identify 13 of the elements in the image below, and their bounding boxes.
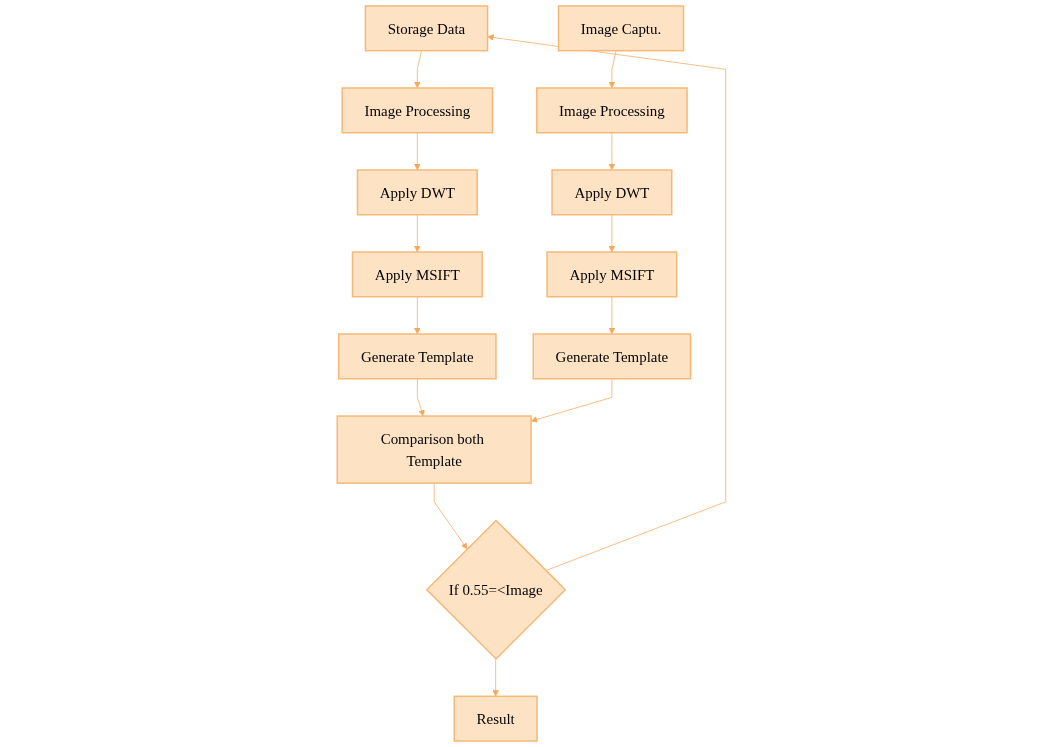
node-box: Result bbox=[453, 695, 538, 742]
node-box: Apply MSIFT bbox=[351, 251, 483, 298]
node-box: Apply DWT bbox=[551, 169, 673, 216]
node-box: Image Processing bbox=[535, 87, 688, 134]
node-box: Apply MSIFT bbox=[546, 251, 678, 298]
node-box: Image Captu. bbox=[557, 5, 685, 52]
node-box: Apply DWT bbox=[356, 169, 478, 216]
node-box: Comparison both Template bbox=[336, 415, 532, 484]
node-box: Image Processing bbox=[341, 87, 494, 134]
node-box: Generate Template bbox=[337, 333, 497, 380]
node-box: Generate Template bbox=[532, 333, 692, 380]
node-box: Storage Data bbox=[364, 5, 489, 52]
node-diamond: If 0.55=<Image bbox=[425, 519, 567, 661]
